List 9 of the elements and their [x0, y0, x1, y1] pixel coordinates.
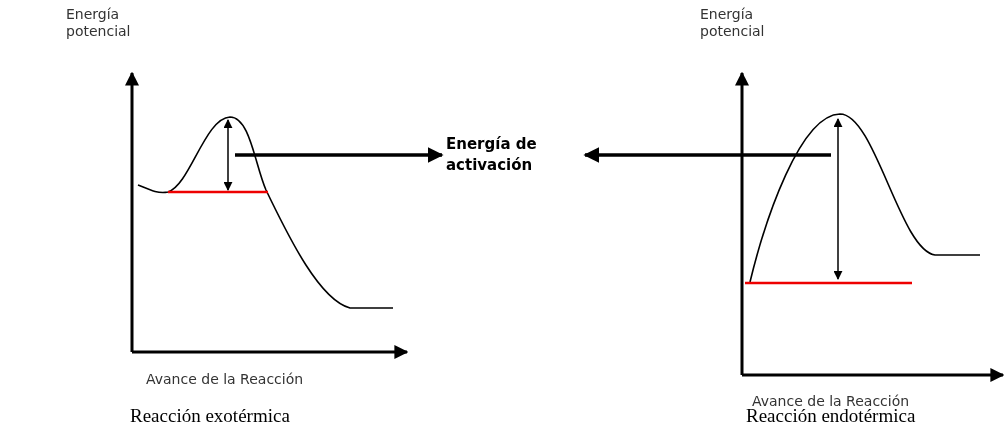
caption: Reacción exotérmica [130, 405, 290, 427]
leader-arrow [235, 147, 444, 163]
double-arrow [831, 118, 845, 280]
axis-label: Avance de la Reacción [146, 371, 305, 388]
double-arrow [221, 119, 235, 191]
leader-arrow [583, 147, 831, 163]
axis-label: Energía potencial [700, 6, 766, 40]
callout-text: Energía de activación [446, 134, 581, 178]
axis-label: Energía potencial [66, 6, 132, 40]
